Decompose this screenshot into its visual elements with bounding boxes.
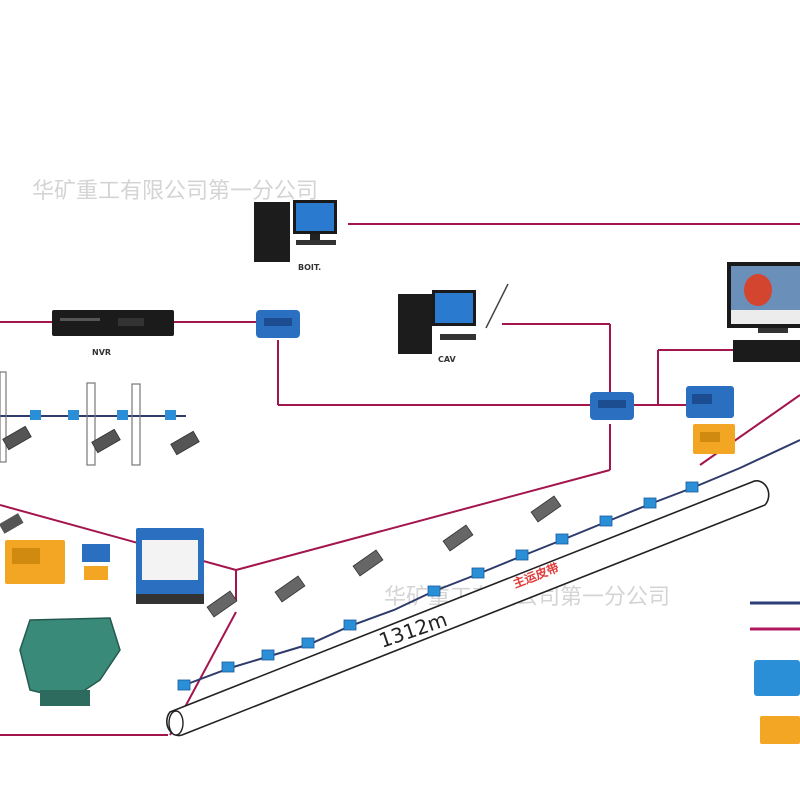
conveyor-tube: [166, 480, 770, 737]
top-desktop-computer: BOIT.: [254, 200, 337, 272]
nvr-label: NVR: [92, 348, 111, 357]
ip-camera-icon: [442, 524, 474, 552]
ip-camera-icon: [530, 495, 562, 523]
control-box-icon: [760, 716, 800, 744]
center-network-switch: [590, 392, 634, 420]
control-box-icon: [84, 566, 108, 580]
desktop-computer-icon: [254, 202, 290, 262]
desktop-computer-icon: [398, 294, 432, 354]
conveyor-cameras: [206, 495, 562, 618]
left-equipment: [0, 513, 204, 706]
ip-camera-icon: [206, 590, 238, 618]
legend-devices: [754, 660, 800, 744]
nvr-recorder-icon: [52, 310, 174, 336]
middle-computer-label: CAV: [438, 355, 457, 364]
ip-camera-icon: [91, 428, 121, 454]
network-switch-icon: [754, 660, 800, 696]
conveyor-signal-line: [181, 439, 800, 687]
ip-camera-icon: [170, 430, 200, 456]
ip-camera-icon: [352, 549, 384, 577]
right-control-units: [686, 386, 735, 454]
ip-camera-icon: [274, 575, 306, 603]
ip-camera-icon: [0, 513, 24, 534]
conveyor-length-label: 1312m: [376, 607, 450, 653]
top-computer-label: BOIT.: [298, 263, 321, 272]
watermark-top: 华矿重工有限公司第一分公司: [32, 179, 318, 204]
crusher-machine-icon: [19, 617, 121, 701]
nvr-recorder: NVR: [52, 310, 174, 357]
left-network-switch: [256, 310, 300, 338]
middle-desktop-computer: CAV: [398, 283, 509, 364]
right-monitor: [727, 262, 800, 362]
left-camera-rig: [0, 371, 200, 466]
network-switch-icon: [82, 544, 110, 562]
ip-camera-icon: [2, 425, 32, 451]
conveyor-sensors: [177, 481, 699, 691]
